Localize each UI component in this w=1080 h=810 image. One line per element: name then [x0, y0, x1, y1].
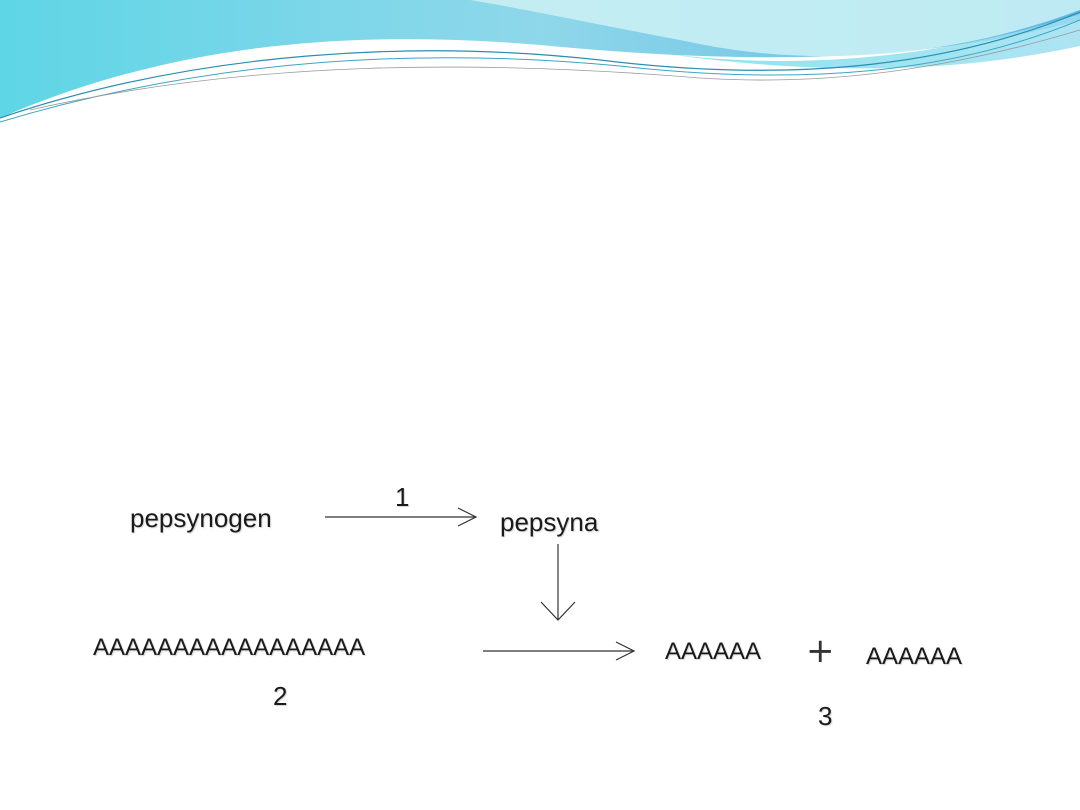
- arrow-enzyme-down: [540, 544, 576, 621]
- header-wave-decoration: [0, 0, 1080, 123]
- wave-band-light: [470, 0, 1080, 57]
- wave-line-3: [29, 29, 1080, 111]
- wave-line-2: [0, 19, 1080, 123]
- arrow-hydrolysis: [483, 641, 636, 661]
- pepsinogen-label: pepsynogen: [130, 503, 272, 533]
- step-1-number: 1: [395, 482, 410, 512]
- step-3-number: 3: [818, 701, 833, 731]
- wave-line-1: [0, 11, 1080, 119]
- pepsin-label: pepsyna: [500, 507, 599, 537]
- protein-chain-label: AAAAAAAAAAAAAAAAA: [93, 634, 366, 661]
- product-b-label: AAAAAA: [866, 643, 963, 670]
- arrow-activation: [325, 507, 478, 527]
- product-a-label: AAAAAA: [665, 638, 762, 665]
- plus-sign: +: [806, 631, 835, 671]
- step-2-number: 2: [273, 681, 288, 711]
